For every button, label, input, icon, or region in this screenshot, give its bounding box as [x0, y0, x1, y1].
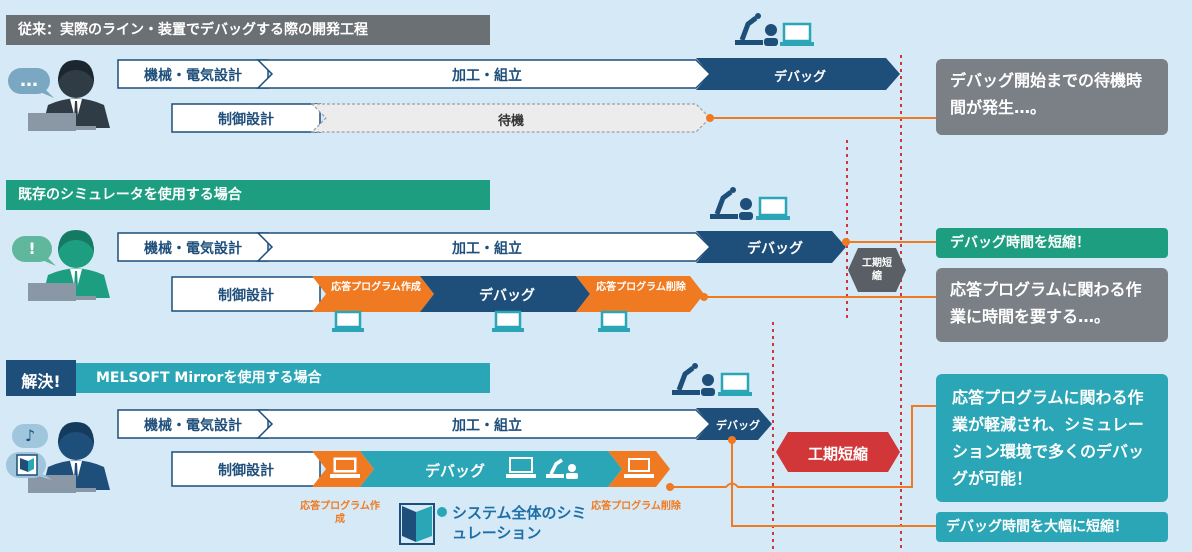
control-design-box-mirror — [171, 451, 321, 487]
control-design-label-mirror: 制御設計 — [218, 463, 274, 479]
robot-laptop-icon-simulator — [710, 187, 790, 220]
mirror-app-icon-small — [16, 454, 38, 476]
mech-design-label-mirror: 機械・電気設計 — [144, 418, 242, 434]
process-box-conventional — [256, 59, 712, 89]
solution-tag-label-mirror: 解決! — [21, 372, 61, 391]
speech-text-mirror: ♪ — [24, 426, 36, 445]
mirror-app-icon-large — [399, 503, 447, 545]
connector-dot-conventional — [706, 114, 714, 122]
speech-text-conventional: … — [20, 70, 38, 91]
debug-label-conventional: デバッグ — [773, 70, 826, 85]
solution-tag-mirror — [6, 360, 76, 396]
process-box-simulator — [256, 232, 712, 262]
process-label-mirror: 加工・組立 — [452, 418, 522, 434]
laptop-icon-debug-mirror — [506, 457, 536, 478]
debug-arrow-simulator — [696, 231, 846, 263]
connector-debug-dot-mirror — [728, 436, 736, 444]
robot-laptop-icon-mirror — [672, 363, 752, 396]
shorten-badge-label-mirror: 工期短縮 — [807, 445, 868, 463]
wait-label-conventional: 待機 — [497, 114, 524, 129]
note-conventional: デバッグ開始までの待機時間が発生…。 — [950, 71, 1143, 117]
person-icon-mirror — [28, 422, 110, 493]
laptop-icon-create-simulator — [332, 310, 364, 332]
person-icon-simulator — [28, 230, 110, 301]
speech-bubble-simulator — [12, 236, 56, 266]
laptop-icon-debug-simulator — [492, 310, 524, 332]
process-label-conventional: 加工・組立 — [452, 68, 522, 84]
mech-design-label-conventional: 機械・電気設計 — [144, 68, 242, 84]
header-bar-conventional — [6, 15, 490, 45]
mech-design-label-simulator: 機械・電気設計 — [144, 241, 242, 257]
person-icon-conventional — [28, 60, 110, 131]
debug-label-simulator: デバッグ — [747, 241, 803, 257]
connector-bottom-dot-simulator — [700, 293, 708, 301]
section-header-mirror: MELSOFT Mirrorを使用する場合 — [96, 370, 322, 386]
debug-mid-label-simulator: デバッグ — [479, 288, 535, 304]
laptop-icon-create-mirror — [330, 457, 360, 478]
control-design-box-conventional — [171, 103, 321, 133]
delete-caption-mirror: 応答プログラム削除 — [591, 501, 681, 512]
header-bar-simulator — [6, 180, 490, 210]
mech-design-box-conventional — [117, 59, 269, 89]
wait-box-conventional — [310, 103, 711, 133]
note-box-conventional — [936, 59, 1168, 135]
robot-laptop-icon-conventional — [735, 13, 814, 46]
shorten-badge-label-simulator: 工期短縮 — [862, 258, 892, 282]
mech-design-box-simulator — [117, 232, 269, 262]
note-bottom-simulator: 応答プログラムに関わる作業に時間を要する…。 — [950, 280, 1142, 326]
note-box-top-simulator — [936, 228, 1168, 258]
shorten-badge-simulator — [848, 248, 906, 292]
note-bottom-mirror: デバッグ時間を大幅に短縮！ — [946, 519, 1128, 535]
system-simulation-label-mirror: システム全体のシミュレーション — [452, 504, 587, 542]
delete-arrow-simulator — [576, 276, 704, 312]
debug-long-label-mirror: デバッグ — [424, 462, 485, 480]
header-bar-mirror — [6, 363, 490, 393]
process-box-mirror — [256, 409, 712, 439]
process-label-simulator: 加工・組立 — [452, 241, 522, 257]
create-label-simulator: 応答プログラム作成 — [331, 282, 421, 293]
control-design-label-simulator: 制御設計 — [218, 288, 274, 304]
laptop-icon-delete-simulator — [598, 310, 630, 332]
note-box-main-mirror — [936, 374, 1168, 502]
note-top-simulator: デバッグ時間を短縮！ — [950, 235, 1090, 251]
shorten-badge-mirror — [776, 432, 900, 472]
note-main-mirror: 応答プログラムに関わる作業が軽減され、シミュレーション環境で多くのデバッグが可能… — [952, 388, 1145, 488]
create-arrow-simulator — [312, 276, 434, 312]
debug-arrow-conventional — [696, 58, 900, 90]
delete-label-simulator: 応答プログラム削除 — [596, 282, 686, 293]
connector-main-mirror — [670, 405, 936, 488]
speech-text-simulator: ! — [28, 239, 36, 258]
control-design-label-conventional: 制御設計 — [218, 112, 274, 128]
connector-main-dot-mirror — [666, 483, 674, 491]
section-header-conventional: 従来：実際のライン・装置でデバッグする際の開発工程 — [18, 22, 368, 38]
note-box-bottom-simulator — [936, 268, 1168, 342]
debug-arrow-mirror — [696, 408, 772, 440]
connector-top-dot-simulator — [842, 238, 850, 246]
debug-label-mirror: デバッグ — [716, 419, 760, 432]
mech-design-box-mirror — [117, 409, 269, 439]
section-header-simulator: 既存のシミュレータを使用する場合 — [18, 187, 242, 203]
connector-debug-mirror — [731, 440, 936, 527]
speech-bubble-conventional — [8, 68, 54, 98]
debug-mid-arrow-simulator — [420, 276, 590, 312]
note-box-bottom-mirror — [936, 512, 1168, 542]
robot-icon-debug-mirror — [546, 458, 578, 479]
laptop-icon-delete-mirror — [624, 458, 654, 478]
create-caption-mirror: 応答プログラム作成 — [300, 501, 380, 525]
control-design-box-simulator — [171, 276, 321, 312]
